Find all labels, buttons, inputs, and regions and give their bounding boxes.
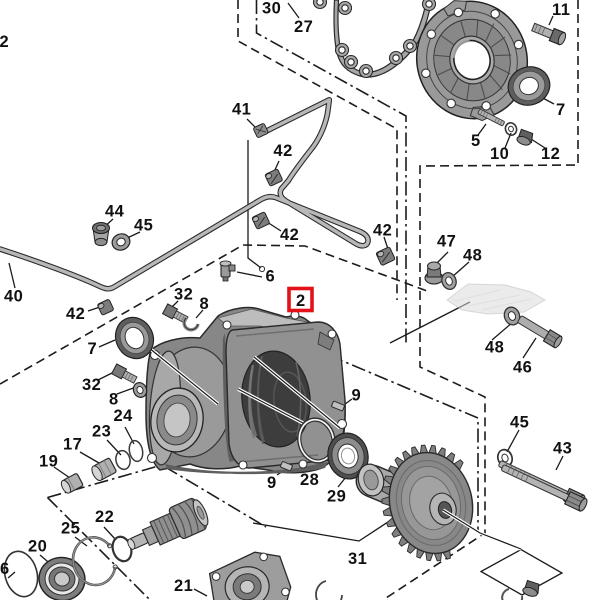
- svg-text:43: 43: [553, 440, 572, 458]
- svg-text:32: 32: [174, 286, 193, 304]
- svg-text:7: 7: [556, 101, 566, 119]
- svg-text:6: 6: [266, 268, 276, 286]
- svg-text:9: 9: [267, 474, 277, 492]
- svg-text:41: 41: [232, 101, 251, 119]
- svg-text:30: 30: [262, 0, 281, 18]
- svg-text:27: 27: [294, 18, 313, 36]
- svg-text:48: 48: [463, 247, 482, 265]
- svg-text:20: 20: [28, 538, 47, 556]
- svg-text:31: 31: [348, 550, 367, 568]
- svg-text:8: 8: [200, 295, 210, 313]
- svg-text:23: 23: [92, 423, 111, 441]
- svg-text:44: 44: [105, 203, 125, 221]
- svg-text:46: 46: [513, 359, 532, 377]
- svg-text:10: 10: [490, 145, 509, 163]
- svg-text:42: 42: [66, 305, 85, 323]
- svg-text:42: 42: [273, 142, 292, 160]
- svg-text:17: 17: [63, 436, 82, 454]
- svg-text:24: 24: [114, 407, 134, 425]
- svg-text:19: 19: [39, 453, 58, 471]
- svg-text:25: 25: [61, 520, 80, 538]
- svg-text:42: 42: [280, 226, 299, 244]
- svg-text:6: 6: [0, 560, 10, 578]
- svg-text:12: 12: [541, 145, 560, 163]
- svg-text:22: 22: [95, 508, 114, 526]
- svg-text:29: 29: [327, 488, 346, 506]
- svg-text:7: 7: [88, 340, 98, 358]
- svg-text:2: 2: [0, 33, 9, 51]
- svg-text:32: 32: [82, 376, 101, 394]
- svg-text:45: 45: [510, 414, 529, 432]
- svg-text:42: 42: [373, 222, 392, 240]
- svg-text:40: 40: [4, 288, 23, 306]
- svg-text:8: 8: [109, 391, 119, 409]
- svg-text:21: 21: [174, 577, 193, 595]
- svg-text:28: 28: [300, 471, 319, 489]
- svg-text:5: 5: [471, 132, 481, 150]
- svg-text:11: 11: [552, 1, 570, 19]
- svg-text:48: 48: [485, 339, 504, 357]
- svg-text:2: 2: [296, 292, 305, 310]
- svg-text:45: 45: [134, 217, 153, 235]
- svg-text:9: 9: [352, 387, 362, 405]
- svg-text:47: 47: [437, 233, 456, 251]
